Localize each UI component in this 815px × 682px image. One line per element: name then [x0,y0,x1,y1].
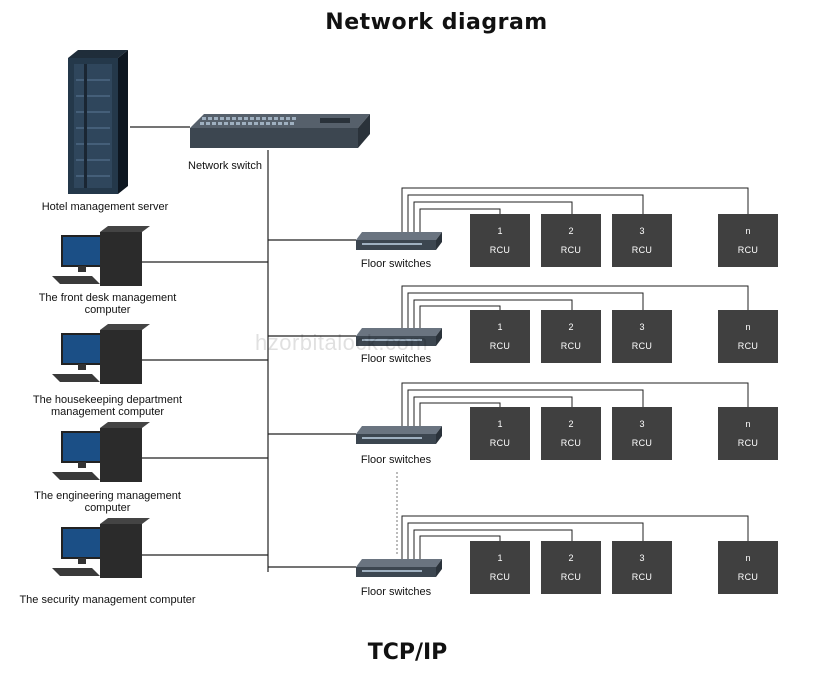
computer-icon-2 [52,324,150,384]
server-label: Hotel management server [41,201,169,213]
floor-switch-label-4: Floor switches [360,586,432,598]
floor-switch-icon-4 [356,559,442,577]
floor-switch-icon-2 [356,328,442,346]
computer-icon-3 [52,422,150,482]
computer-icon-1 [52,226,150,286]
protocol-label: TCP/IP [367,640,448,665]
floor-switch-icon-3 [356,426,442,444]
network-switch-label: Network switch [188,160,262,172]
floor-switch-icon-1 [356,232,442,250]
server-rack-icon [68,50,128,194]
computer-label-4: The security management computer [19,594,196,606]
floor-switch-label-1: Floor switches [360,258,432,270]
floor-switch-label-2: Floor switches [360,353,432,365]
floor-switch-label-3: Floor switches [360,454,432,466]
diagram-title: Network diagram [325,10,548,35]
watermark: hzorbitalock.com [255,330,429,355]
network-switch-icon [190,114,370,148]
computer-icon-4 [52,518,150,578]
